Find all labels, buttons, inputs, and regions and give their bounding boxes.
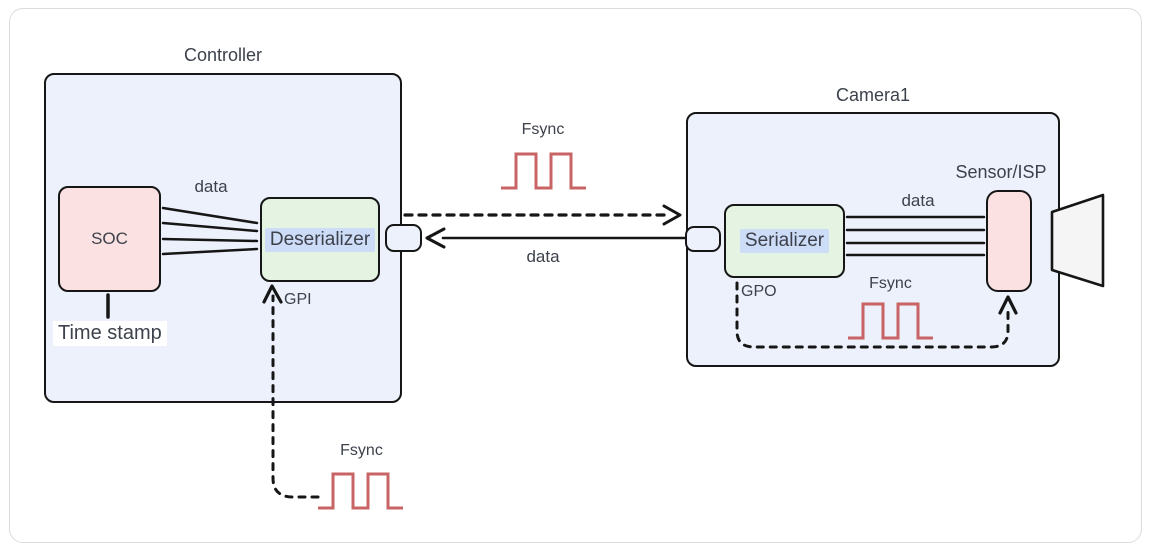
controller-port bbox=[385, 224, 422, 252]
camera-title: Camera1 bbox=[835, 85, 911, 105]
timestamp-label: Time stamp bbox=[53, 321, 167, 346]
diagram-frame bbox=[9, 8, 1142, 543]
deserializer-box: Deserializer bbox=[260, 197, 380, 282]
serializer-box: Serializer bbox=[724, 204, 845, 278]
soc-label: SOC bbox=[91, 229, 128, 248]
sensor-isp-label: Sensor/ISP bbox=[955, 162, 1047, 182]
serializer-label: Serializer bbox=[739, 229, 830, 253]
fsync-label-camera: Fsync bbox=[869, 275, 912, 292]
gpo-label: GPO bbox=[741, 283, 777, 300]
controller-title: Controller bbox=[183, 45, 263, 65]
data-label-camera: data bbox=[901, 191, 935, 210]
gpi-label: GPI bbox=[284, 291, 312, 308]
data-label-link: data bbox=[526, 247, 560, 266]
fsync-label-link: Fsync bbox=[521, 121, 565, 138]
fsync-label-external: Fsync bbox=[340, 442, 383, 459]
camera-port bbox=[685, 226, 721, 252]
deserializer-label: Deserializer bbox=[264, 227, 376, 252]
sensor-isp-box bbox=[986, 190, 1032, 292]
soc-box: SOC bbox=[58, 186, 161, 292]
data-label-controller: data bbox=[194, 177, 228, 196]
